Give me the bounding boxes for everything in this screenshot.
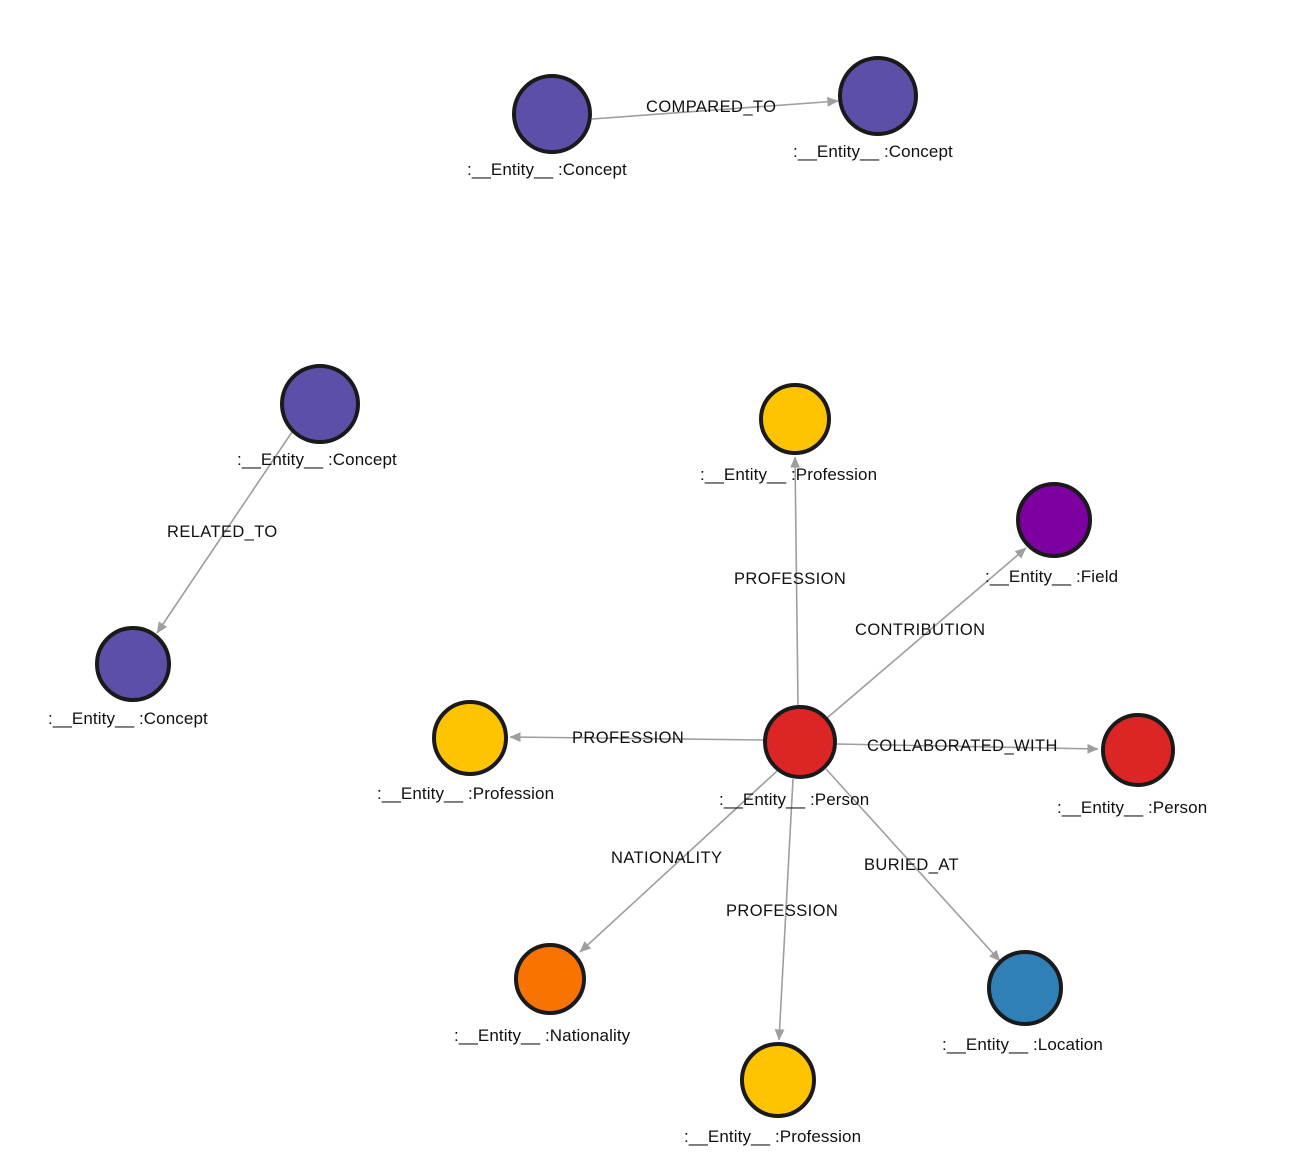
graph-node-concept[interactable] [838,56,918,136]
node-label: :__Entity__ :Concept [467,160,627,179]
graph-node-concept[interactable] [280,364,360,444]
graph-node-profession[interactable] [432,700,508,776]
edge-label: CONTRIBUTION [855,621,986,639]
edge-label: PROFESSION [726,902,839,920]
graph-edge[interactable] [509,732,764,743]
graph-node-concept[interactable] [512,74,592,154]
node-label: :__Entity__ :Concept [793,142,953,161]
graph-node-nationality[interactable] [514,943,586,1015]
node-label: :__Entity__ :Profession [377,784,555,803]
node-label: :__Entity__ :Nationality [454,1026,631,1045]
edge-label: COLLABORATED_WITH [867,737,1058,755]
edge-label: NATIONALITY [611,849,723,867]
graph-edge[interactable] [826,547,1027,719]
node-label: :__Entity__ :Person [719,790,870,809]
node-label: :__Entity__ :Concept [237,450,397,469]
graph-node-profession[interactable] [740,1042,816,1118]
graph-node-person[interactable] [1101,713,1175,787]
edge-label: RELATED_TO [167,523,278,541]
node-label: :__Entity__ :Location [942,1035,1103,1054]
edge-label: PROFESSION [734,570,847,588]
graph-edge[interactable] [591,96,839,120]
node-label: :__Entity__ :Field [985,567,1119,586]
graph-node-field[interactable] [1016,482,1092,558]
graph-node-profession[interactable] [759,383,831,455]
graph-node-concept[interactable] [95,626,171,702]
edge-label: PROFESSION [572,729,685,747]
graph-edge[interactable] [774,778,794,1041]
node-label: :__Entity__ :Profession [684,1127,862,1146]
node-label: :__Entity__ :Person [1057,798,1208,817]
graph-node-location[interactable] [987,950,1063,1026]
graph-edge[interactable] [579,770,778,953]
node-label: :__Entity__ :Profession [700,465,878,484]
edge-label: COMPARED_TO [646,98,777,116]
node-label: :__Entity__ :Concept [48,709,208,728]
graph-edge[interactable] [790,456,801,706]
edge-label: BURIED_AT [864,856,959,874]
graph-node-person[interactable] [763,705,837,779]
graph-edge[interactable] [156,431,293,634]
graph-edge[interactable] [825,768,1001,962]
graph-edge[interactable] [836,743,1099,754]
